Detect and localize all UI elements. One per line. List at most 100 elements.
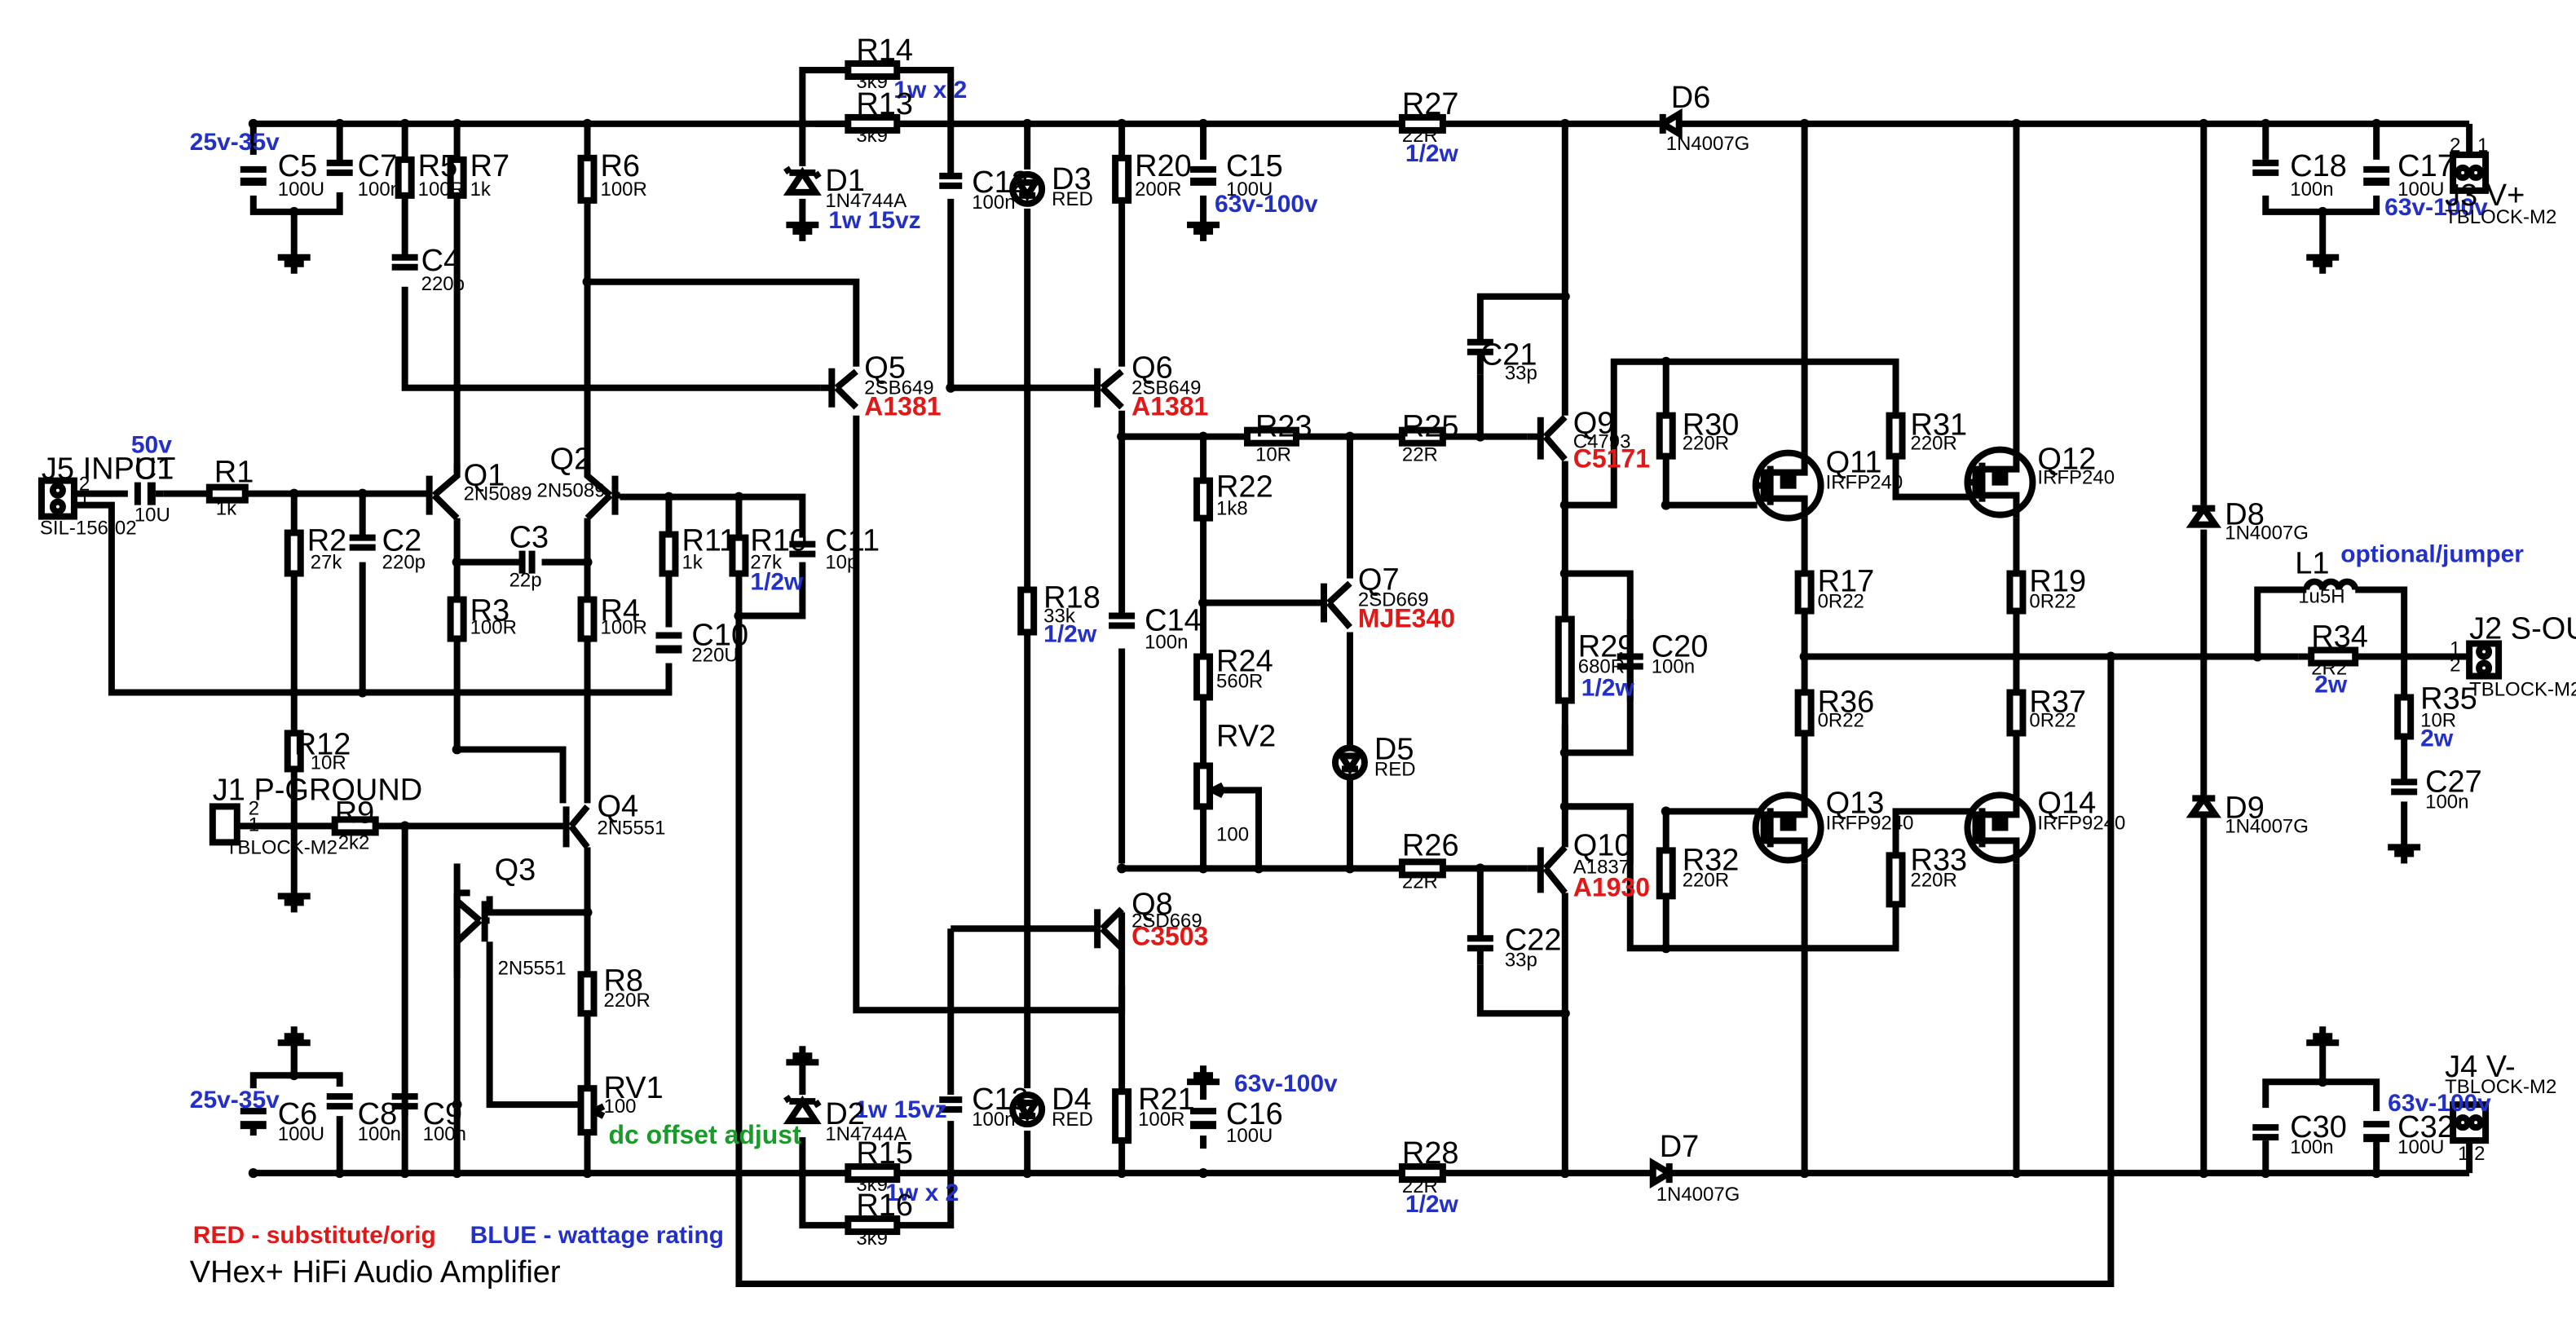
c5-value: 100U <box>278 179 324 201</box>
r1-body <box>205 483 249 504</box>
d3-led <box>1009 170 1046 207</box>
r14-body <box>845 60 901 80</box>
r36-value: 0R22 <box>1818 709 1864 731</box>
r7-body <box>447 156 467 199</box>
r10-ref: R10 <box>750 524 807 558</box>
diodes <box>783 108 2221 1189</box>
r22-value: 1k8 <box>1216 498 1248 520</box>
c17-ref: C17 <box>2397 149 2455 183</box>
c17-polar <box>2363 165 2390 186</box>
d2-value: 1N4744A <box>825 1123 906 1145</box>
ground-icon <box>277 1026 311 1076</box>
r25-ref: R25 <box>1402 410 1459 444</box>
q10-bjt <box>1527 844 1568 895</box>
c1-ref: C1 <box>135 452 174 487</box>
rv2-value: 100 <box>1216 823 1249 845</box>
q8-value: 2SD669 <box>1131 910 1202 932</box>
c6-note: 25v-35v <box>190 1087 280 1113</box>
q7-sub: MJE340 <box>1358 604 1455 633</box>
j3-connector <box>2450 151 2490 194</box>
j4-pin: 2 <box>2474 1143 2485 1165</box>
ground-icon <box>2306 254 2340 274</box>
r15-body <box>845 1163 901 1184</box>
c30-value: 100n <box>2290 1136 2333 1158</box>
r28-body <box>1398 1163 1446 1184</box>
q9-sub: C5171 <box>1573 444 1650 474</box>
j5-ref: J5 INPUT <box>42 452 176 487</box>
r34-ref: R34 <box>2311 620 2368 655</box>
ground-icon <box>2306 1026 2340 1047</box>
c16-note: 63v-100v <box>1234 1070 1338 1097</box>
labels: J5 INPUT 2 1 SIL-156-02 50v C1 10U R1 1k… <box>40 33 2576 1290</box>
r5-value: 100R <box>418 179 465 201</box>
rv1-note: dc offset adjust <box>609 1120 802 1149</box>
j4-ref: J4 V- <box>2445 1050 2516 1084</box>
r25-body <box>1398 426 1446 447</box>
q14-ref: Q14 <box>2037 786 2096 820</box>
r5-body <box>395 156 415 199</box>
c20-value: 100n <box>1652 655 1695 677</box>
r33-ref: R33 <box>1911 843 1968 877</box>
r24-body <box>1193 653 1214 701</box>
r27-body <box>1398 113 1446 134</box>
r32-value: 220R <box>1683 869 1729 891</box>
c17-value: 100U <box>2397 179 2444 201</box>
c5-polar <box>240 165 267 186</box>
c18-ref: C18 <box>2290 149 2347 183</box>
j4-pin: 1 <box>2458 1143 2468 1165</box>
c12-value: 100n <box>972 192 1015 214</box>
r24-value: 560R <box>1216 670 1263 692</box>
r35-ref: R35 <box>2420 681 2477 716</box>
c32-polar <box>2363 1121 2390 1143</box>
r35-note: 2w <box>2420 725 2454 752</box>
j1-pin: 2 <box>249 797 259 819</box>
r29-body <box>1555 615 1575 704</box>
c17-note: 63v-100v <box>2384 194 2488 221</box>
r4-value: 100R <box>601 617 647 639</box>
r12-body <box>284 730 304 773</box>
connectors <box>37 151 2503 1144</box>
j5-pin: 1 <box>79 490 90 512</box>
r9-ref: R9 <box>335 796 375 830</box>
r8-value: 220R <box>604 990 651 1012</box>
d4-value: RED <box>1052 1109 1093 1131</box>
r19-body <box>2006 570 2027 615</box>
q8-sub: C3503 <box>1131 921 1208 950</box>
d5-led <box>1331 744 1368 781</box>
r10-note: 1/2w <box>750 569 804 596</box>
r31-value: 220R <box>1911 433 1957 455</box>
r37-ref: R37 <box>2029 685 2086 719</box>
r27-ref: R27 <box>1402 87 1459 121</box>
r26-body <box>1398 858 1446 879</box>
l1-inductor <box>2303 578 2359 591</box>
q14-mosfet <box>1964 791 2036 864</box>
r9-value: 2k2 <box>338 831 370 853</box>
r14-note: 1w x 2 <box>893 77 967 104</box>
q10-value: A1837 <box>1573 856 1630 878</box>
q12-ref: Q12 <box>2037 443 2096 477</box>
l1-value: 1u5H <box>2298 586 2344 608</box>
capacitors <box>134 159 2418 1143</box>
c4-value: 220p <box>421 273 465 295</box>
d2-note: 1w 15vz <box>854 1096 946 1123</box>
q7-value: 2SD669 <box>1358 589 1429 611</box>
r21-value: 100R <box>1138 1109 1184 1131</box>
r7-value: 1k <box>470 179 492 201</box>
j2-value: TBLOCK-M2 <box>2469 678 2576 700</box>
r1-ref: R1 <box>214 456 254 490</box>
d2-zener <box>783 1094 822 1125</box>
c11-value: 10p <box>825 552 858 574</box>
c11-ref: C11 <box>825 524 880 558</box>
q6-bjt <box>1094 368 1124 410</box>
r12-value: 10R <box>311 752 346 774</box>
q4-bjt <box>562 804 590 849</box>
rv2-ref: RV2 <box>1216 719 1276 753</box>
q6-value: 2SB649 <box>1131 377 1201 399</box>
r36-body <box>1794 689 1815 737</box>
r28-note: 1/2w <box>1405 1191 1459 1218</box>
rv1-value: 100 <box>604 1096 637 1118</box>
q10-ref: Q10 <box>1573 828 1632 862</box>
q9-value: C4793 <box>1573 431 1631 453</box>
r31-ref: R31 <box>1911 408 1968 443</box>
c15-ref: C15 <box>1226 149 1283 183</box>
